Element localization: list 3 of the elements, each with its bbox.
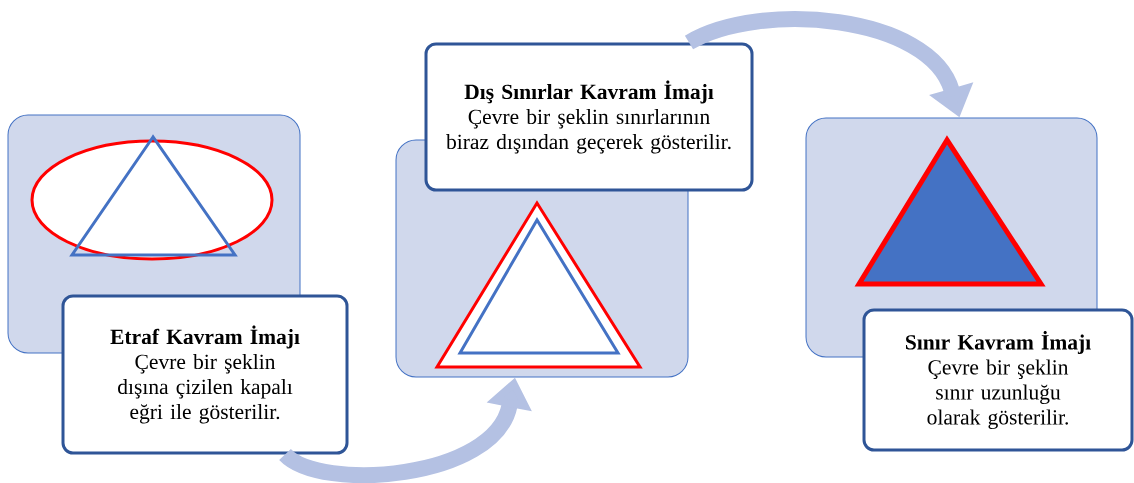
text-card: Etraf Kavram İmajı Çevre bir şeklin dışına çizilen kapalı eğri ile gösterilir. [61, 294, 349, 455]
text-card: Dış Sınırlar Kavram İmajı Çevre bir şeklin sınırlarının biraz dışından geçerek gösterilir. [424, 42, 754, 192]
text-card: Sınır Kavram İmajı Çevre bir şeklin sınır uzunluğu olarak gösterilir. [862, 308, 1134, 452]
